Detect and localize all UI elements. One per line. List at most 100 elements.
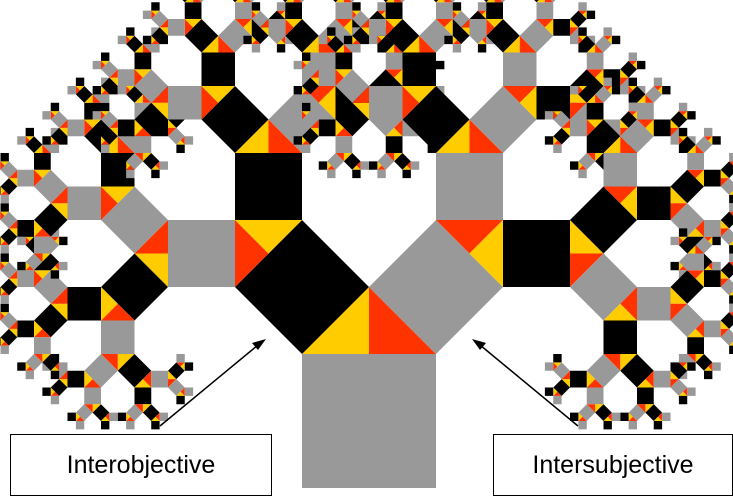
tree-square-trunkLLRRLLLL-d8 — [50, 144, 60, 153]
junction-triangle-left-d6 — [59, 379, 68, 388]
tree-square-trunkRRRRLLRR-d8 — [678, 395, 688, 405]
junction-triangle-right-d7 — [0, 287, 5, 296]
tree-square-trunkRLLLLRRL-d8 — [293, 111, 302, 120]
tree-square-trunkLLRLLLR-d7 — [25, 253, 43, 271]
tree-square-trunkLR-d2 — [235, 153, 302, 220]
tree-square-trunkRLLRLLLR-d8 — [343, 35, 353, 45]
tree-square-trunkLRRLRLR-d7 — [350, 0, 355, 3]
tree-square-trunkRLRLRRLR-d8 — [586, 10, 596, 19]
junction-triangle-right-d7 — [607, 35, 612, 45]
junction-triangle-left-d7 — [0, 341, 9, 346]
junction-triangle-left-d6 — [134, 94, 143, 103]
junction-triangle-right-d7 — [578, 412, 583, 421]
tree-square-trunkRRRLRLL-d7 — [720, 312, 733, 329]
tree-square-trunkLLLLRRLR-d8 — [42, 387, 51, 396]
junction-triangle-right-d7 — [482, 10, 487, 19]
junction-triangle-left-d6 — [385, 44, 395, 53]
junction-triangle-left-d5 — [34, 328, 51, 338]
junction-triangle-right-d7 — [180, 362, 185, 371]
junction-triangle-right-d5 — [84, 119, 101, 128]
tree-square-trunkRRRRLRLL-d8 — [662, 412, 671, 421]
junction-triangle-right-d5 — [695, 270, 704, 287]
tree-square-trunkLLRLRR-d6 — [34, 153, 51, 170]
tree-square-trunkRLRLRLR-d7 — [551, 0, 556, 3]
tree-square-trunkRLLLLLR-d7 — [327, 153, 344, 170]
junction-triangle-left-d5 — [394, 119, 403, 137]
junction-triangle-right-d6 — [260, 19, 269, 28]
junction-triangle-right-d7 — [50, 136, 55, 145]
junction-triangle-left-d7 — [729, 161, 733, 166]
tree-square-trunkLRLRLL-d6 — [168, 19, 185, 36]
tree-square-trunkLRRRLL-d6 — [385, 52, 403, 70]
fractal-tree — [0, 0, 733, 488]
junction-triangle-right-d7 — [0, 337, 5, 346]
tree-square-trunkRLLR-d4 — [402, 52, 436, 86]
junction-triangle-left-d5 — [285, 19, 294, 36]
tree-square-trunkRRLRRRRR-d8 — [670, 261, 679, 271]
tree-square-trunkRRLRR-d5 — [670, 203, 704, 237]
tree-square-trunkRRLRLLR-d7 — [695, 136, 713, 153]
tree-square-trunkLRLLRR-d6 — [134, 52, 152, 70]
junction-triangle-left-d3 — [503, 86, 537, 103]
junction-triangle-left-d6 — [285, 0, 294, 3]
junction-triangle-right-d7 — [657, 86, 663, 95]
tree-square-trunkLLLRLLR-d7 — [25, 354, 43, 371]
junction-triangle-right-d5 — [385, 127, 403, 137]
junction-triangle-right-d7 — [377, 161, 382, 170]
tree-square-trunkRRLRLLLR-d8 — [678, 127, 688, 137]
tree-square-trunkRLRLLLRR-d8 — [452, 2, 462, 11]
junction-triangle-left-d7 — [327, 35, 332, 45]
junction-triangle-left-d7 — [356, 161, 361, 170]
junction-triangle-left-d7 — [251, 39, 261, 45]
junction-triangle-left-d7 — [25, 266, 34, 271]
tree-square-trunkRLRLLLLL-d8 — [452, 44, 462, 53]
junction-triangle-right-d7 — [281, 10, 286, 19]
junction-triangle-right-d7 — [0, 161, 9, 166]
tree-square-trunkRRRLLLRL-d8 — [704, 228, 713, 237]
tree-square-trunkRLRLLRL-d7 — [484, 0, 489, 3]
junction-triangle-left-d7 — [578, 416, 587, 421]
tree-square-trunkLLRRLL-d6 — [67, 119, 85, 137]
junction-triangle-left-d5 — [84, 379, 101, 388]
junction-triangle-right-d5 — [444, 19, 453, 36]
tree-square-trunkRRRLLL-d6 — [687, 253, 704, 271]
junction-triangle-left-d5 — [687, 270, 704, 279]
tree-square-trunkRRLRRLLL-d8 — [729, 203, 733, 212]
tree-square-trunkRRLLRLLR-d8 — [628, 77, 637, 86]
tree-square-trunkLLLRL-d5 — [34, 303, 68, 338]
junction-triangle-right-d3 — [519, 86, 537, 120]
tree-square-trunkLLLRLR-d6 — [17, 320, 34, 338]
junction-triangle-left-d6 — [561, 127, 570, 137]
junction-triangle-left-d5 — [134, 127, 152, 137]
junction-triangle-left-d6 — [8, 178, 18, 187]
junction-triangle-left-d7 — [54, 362, 60, 371]
junction-triangle-left-d5 — [34, 169, 43, 187]
junction-triangle-right-d7 — [607, 86, 612, 95]
tree-square-trunkLRLLLLRR-d8 — [117, 161, 127, 170]
tree-square-trunkLLRLLR-d6 — [17, 220, 34, 237]
tree-square-trunkRRRRLRRL-d8 — [628, 421, 637, 430]
junction-triangle-right-d6 — [645, 94, 654, 103]
tree-square-trunkRLRLRRLL-d8 — [578, 2, 587, 11]
tree-square-trunkRRRRLLLR-d8 — [687, 362, 696, 371]
tree-square-trunkLLLRLRRL-d8 — [0, 312, 1, 321]
junction-triangle-left-d7 — [352, 39, 361, 45]
tree-square-trunkRR-d2 — [503, 220, 570, 287]
tree-square-trunkLRLL-d4 — [168, 86, 202, 120]
junction-triangle-right-d5 — [34, 320, 43, 338]
tree-square-trunkLLLRLRLL-d8 — [0, 345, 9, 354]
junction-triangle-right-d3 — [101, 186, 135, 204]
junction-triangle-right-d5 — [586, 119, 604, 128]
junction-triangle-left-d1 — [235, 220, 269, 287]
junction-triangle-right-d7 — [729, 341, 733, 346]
junction-triangle-left-d7 — [50, 236, 60, 241]
tree-square-trunkLRRRRRRR-d8 — [369, 161, 378, 170]
junction-triangle-right-d7 — [0, 261, 9, 267]
junction-triangle-left-d5 — [335, 19, 353, 28]
tree-square-trunkRRRRRRRR-d8 — [553, 354, 562, 363]
tree-square-trunkLLLLR-d5 — [84, 354, 118, 388]
junction-triangle-left-d5 — [536, 19, 554, 28]
tree-square-trunkRRRLRRLL-d8 — [712, 362, 721, 371]
tree-square-trunkRRRLLR-d6 — [704, 270, 721, 287]
junction-triangle-right-d7 — [352, 35, 357, 45]
